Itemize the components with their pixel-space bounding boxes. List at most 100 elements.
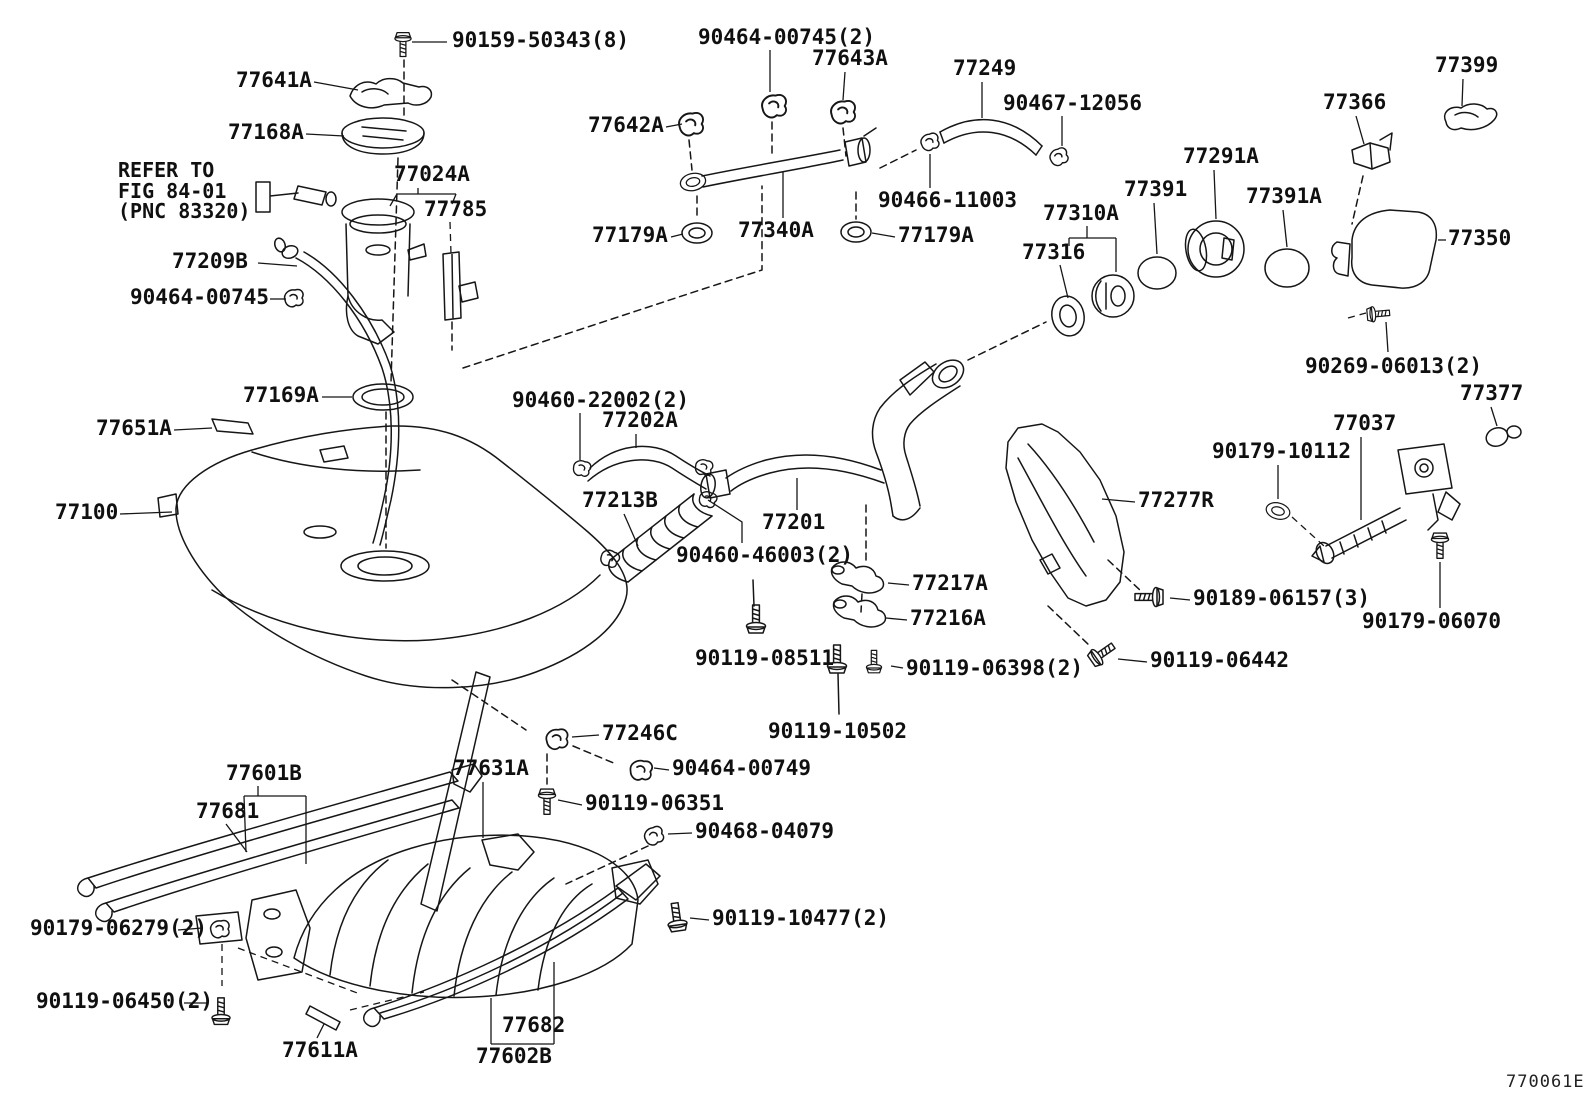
fuel-pump-art bbox=[211, 32, 479, 546]
leader-line bbox=[1169, 597, 1191, 601]
fuel-lid-art bbox=[1263, 103, 1522, 565]
leader-line-dashed bbox=[1291, 516, 1325, 547]
part-label: 90119-06442 bbox=[1150, 648, 1290, 672]
leader-line bbox=[653, 767, 670, 771]
part-label: 77641A bbox=[236, 68, 312, 92]
leader-line bbox=[571, 734, 600, 738]
part-label: 77169A bbox=[243, 383, 319, 407]
part-label: 90119-06351 bbox=[585, 791, 725, 815]
part-label: 77100 bbox=[55, 500, 119, 524]
part-label: 77037 bbox=[1333, 411, 1397, 435]
part-label: 77682 bbox=[502, 1013, 566, 1037]
part-label: 77213B bbox=[582, 488, 658, 512]
part-label: 90119-10502 bbox=[768, 719, 908, 743]
part-label: 90159-50343(8) bbox=[452, 28, 630, 52]
part-label: 77310A bbox=[1043, 201, 1119, 225]
refer-note-line3: (PNC 83320) bbox=[118, 199, 251, 223]
leader-line bbox=[689, 917, 710, 921]
part-label: 77399 bbox=[1435, 53, 1499, 77]
part-label: 77651A bbox=[96, 416, 172, 440]
part-label: 77217A bbox=[912, 571, 988, 595]
part-label: 90460-46003(2) bbox=[676, 543, 854, 567]
part-label: 77366 bbox=[1323, 90, 1387, 114]
part-label: 90269-06013(2) bbox=[1305, 354, 1483, 378]
part-label: 77611A bbox=[282, 1038, 358, 1062]
leader-line bbox=[871, 232, 896, 238]
filler-cap-art bbox=[1051, 220, 1310, 337]
part-label: 77785 bbox=[424, 197, 488, 221]
refer-note-line1: REFER TO bbox=[118, 158, 215, 182]
leader-line bbox=[1355, 115, 1365, 145]
part-label: 90179-06070 bbox=[1362, 609, 1502, 633]
leader-line bbox=[707, 499, 743, 543]
fuel-hose-art bbox=[919, 119, 1071, 168]
leader-line bbox=[119, 511, 173, 515]
leader-line bbox=[173, 427, 213, 431]
leader-line-dashed bbox=[237, 947, 361, 995]
bolt-icons bbox=[211, 304, 1450, 1026]
filler-protector-art bbox=[1005, 423, 1125, 607]
part-label: 90464-00745 bbox=[130, 285, 270, 309]
leader-line bbox=[451, 193, 457, 205]
leader-line bbox=[1461, 78, 1464, 107]
part-label: 77216A bbox=[910, 606, 986, 630]
leader-line bbox=[316, 1023, 325, 1039]
part-label: 77168A bbox=[228, 120, 304, 144]
leader-line bbox=[313, 81, 359, 91]
part-label: 77391 bbox=[1124, 177, 1188, 201]
part-label: 77209B bbox=[172, 249, 248, 273]
filler-pipe-art bbox=[570, 359, 965, 628]
refer-note-line2: FIG 84-01 bbox=[118, 178, 227, 203]
leader-line-dashed bbox=[349, 991, 425, 1011]
part-label: 77350 bbox=[1448, 226, 1512, 250]
leader-line bbox=[665, 123, 683, 128]
part-label: 90464-00749 bbox=[672, 756, 812, 780]
part-label: 77643A bbox=[812, 46, 888, 70]
leader-line-dashed bbox=[449, 221, 452, 255]
part-label: 77316 bbox=[1022, 240, 1086, 264]
leader-line bbox=[885, 617, 908, 621]
breather-tube-art bbox=[678, 94, 877, 244]
leader-line bbox=[225, 823, 248, 853]
leader-line bbox=[389, 193, 398, 207]
part-label: 77631A bbox=[453, 756, 529, 780]
leader-line-dashed bbox=[1347, 312, 1367, 319]
part-label: 90468-04079 bbox=[695, 819, 835, 843]
part-label: 90119-10477(2) bbox=[712, 906, 890, 930]
part-label: 90466-11003 bbox=[878, 188, 1018, 212]
leader-line bbox=[243, 795, 247, 853]
leader-line bbox=[1490, 406, 1498, 427]
leader-line bbox=[1117, 658, 1148, 663]
leader-line bbox=[1059, 264, 1069, 299]
leader-line bbox=[557, 799, 583, 806]
leader-line bbox=[305, 133, 345, 137]
tank-band-art bbox=[77, 671, 666, 1031]
part-label: 90460-22002(2) bbox=[512, 388, 690, 412]
part-label: 77202A bbox=[602, 408, 678, 432]
part-label: 77291A bbox=[1183, 144, 1259, 168]
part-label: 90179-10112 bbox=[1212, 439, 1352, 463]
part-label: 77201 bbox=[762, 510, 826, 534]
part-label: 90189-06157(3) bbox=[1193, 586, 1371, 610]
part-label: 77601B bbox=[226, 761, 302, 785]
part-label: 90467-12056 bbox=[1003, 91, 1143, 115]
part-label: 90119-06398(2) bbox=[906, 656, 1084, 680]
leader-line bbox=[842, 71, 846, 101]
part-label: 77391A bbox=[1246, 184, 1322, 208]
leader-line bbox=[1213, 169, 1217, 220]
part-label: 77377 bbox=[1460, 381, 1524, 405]
leader-line bbox=[887, 582, 910, 586]
part-label: 90179-06279(2) bbox=[30, 916, 208, 940]
part-label: 90464-00745(2) bbox=[698, 25, 876, 49]
part-label: 77024A bbox=[394, 162, 470, 186]
part-label: 77249 bbox=[953, 56, 1017, 80]
assembly-lines bbox=[385, 59, 1364, 885]
leader-line bbox=[670, 233, 684, 238]
part-label: 77246C bbox=[602, 721, 678, 745]
leader-line bbox=[623, 513, 639, 547]
leader-line bbox=[1282, 209, 1288, 248]
refer-note: REFER TO FIG 84-01 (PNC 83320) bbox=[118, 160, 250, 222]
part-label: 90119-08511 bbox=[695, 646, 835, 670]
